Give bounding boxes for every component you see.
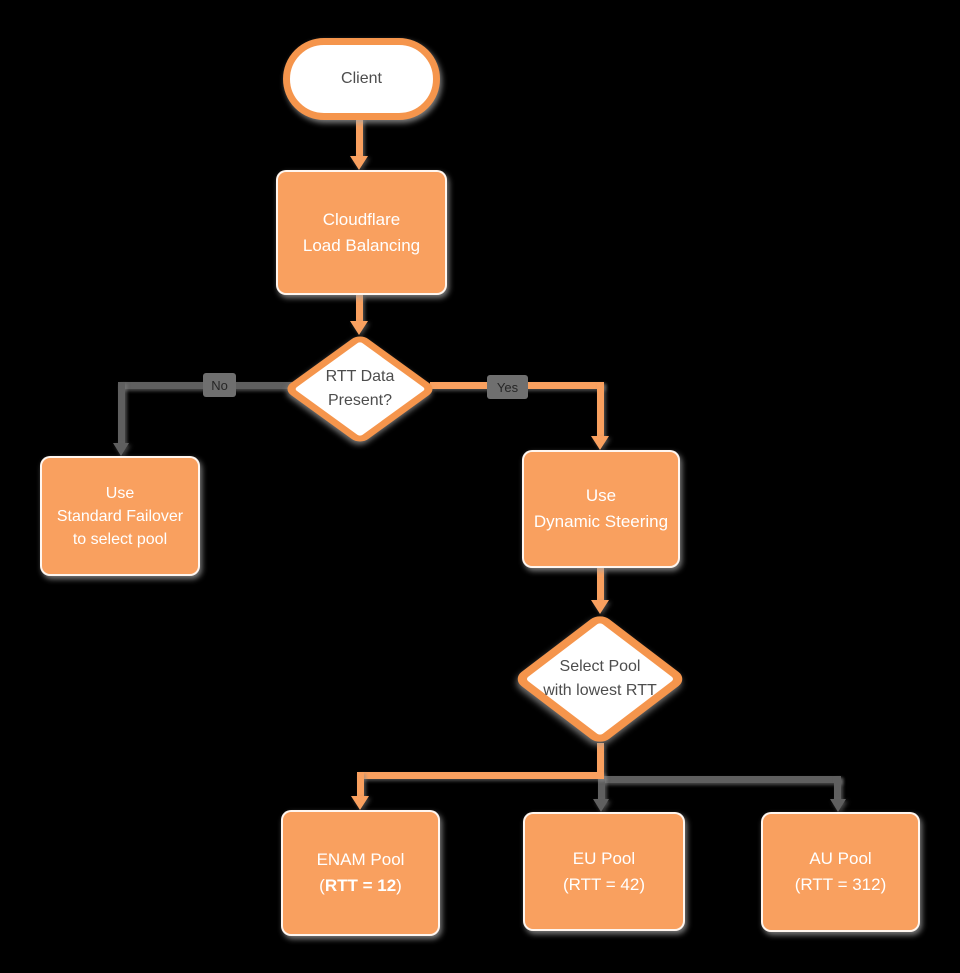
node-standard-failover-label: Use Standard Failover to select pool bbox=[56, 484, 184, 548]
arrowhead-into-loadbalancing bbox=[350, 156, 368, 170]
edge-to-au-vertical bbox=[834, 776, 841, 802]
node-rtt-decision-label: RTT Data Present? bbox=[325, 368, 395, 409]
arrowhead-into-standard-failover bbox=[113, 443, 129, 456]
node-client: Client bbox=[283, 38, 440, 120]
edge-to-eu-vertical bbox=[598, 776, 605, 802]
edge-selectpool-down bbox=[597, 743, 604, 779]
arrowhead-into-select-pool bbox=[591, 600, 609, 614]
edge-label-yes: Yes bbox=[487, 375, 528, 399]
node-standard-failover: Use Standard Failover to select pool bbox=[40, 456, 200, 576]
edge-to-enam-vertical bbox=[357, 772, 364, 798]
node-load-balancing: Cloudflare Load Balancing bbox=[276, 170, 447, 295]
edge-steering-to-selectpool bbox=[597, 568, 604, 602]
edge-no-vertical bbox=[118, 382, 125, 444]
edge-label-no-text: No bbox=[211, 377, 228, 393]
node-au-pool: AU Pool (RTT = 312) bbox=[761, 812, 920, 932]
node-eu-pool-label: EU Pool (RTT = 42) bbox=[562, 848, 646, 894]
node-dynamic-steering: Use Dynamic Steering bbox=[522, 450, 680, 568]
node-enam-pool: ENAM Pool (RTT = 12) bbox=[281, 810, 440, 936]
edge-loadbalancing-to-decision bbox=[356, 295, 363, 323]
arrowhead-into-rtt-decision bbox=[350, 321, 368, 335]
node-eu-pool: EU Pool (RTT = 42) bbox=[523, 812, 685, 931]
arrowhead-into-eu-pool bbox=[593, 799, 609, 812]
node-au-pool-label: AU Pool (RTT = 312) bbox=[794, 849, 887, 894]
edge-to-au-horizontal bbox=[601, 776, 841, 783]
arrowhead-into-dynamic-steering bbox=[591, 436, 609, 450]
edge-to-enam-horizontal bbox=[357, 772, 604, 779]
node-client-label: Client bbox=[341, 70, 382, 87]
arrowhead-into-au-pool bbox=[830, 799, 846, 812]
edge-label-yes-text: Yes bbox=[496, 379, 519, 395]
node-select-pool-label: Select Pool with lowest RTT bbox=[543, 658, 657, 699]
edge-yes-vertical bbox=[597, 382, 604, 440]
node-dynamic-steering-label: Use Dynamic Steering bbox=[533, 486, 669, 531]
node-enam-pool-label: ENAM Pool (RTT = 12) bbox=[316, 850, 405, 895]
edge-client-to-loadbalancing bbox=[356, 118, 363, 158]
enam-rtt-value: RTT = 12 bbox=[324, 876, 397, 895]
node-load-balancing-label: Cloudflare Load Balancing bbox=[302, 209, 421, 255]
edge-label-no: No bbox=[203, 373, 236, 397]
arrowhead-into-enam-pool bbox=[351, 796, 369, 810]
